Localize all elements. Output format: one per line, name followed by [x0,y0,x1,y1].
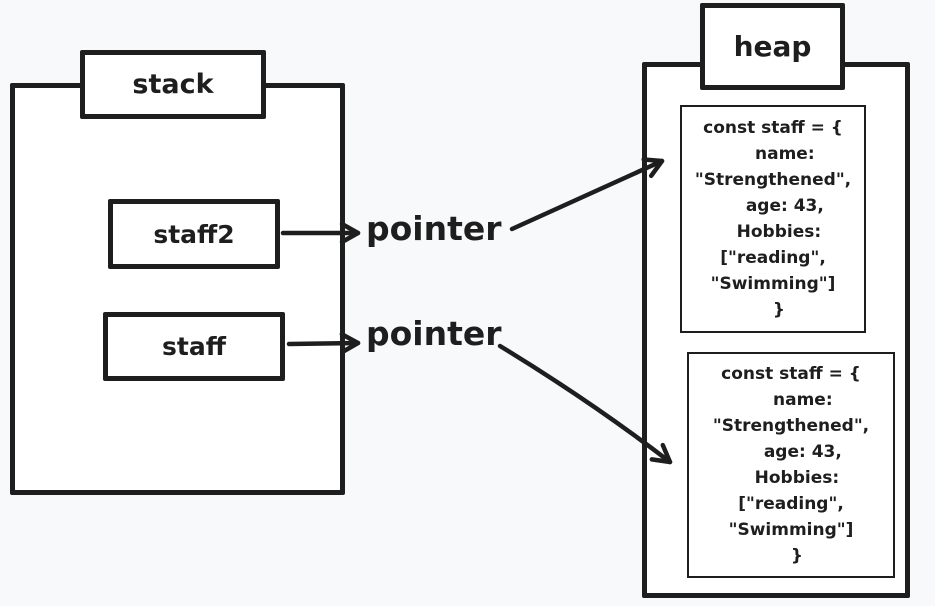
heap-object-1-code: const staff = { name: "Strengthened", ag… [694,118,852,320]
pointer-label-2: pointer [366,314,502,353]
heap-title-box: heap [700,3,845,90]
stack-variable-staff-label: staff [162,332,226,361]
pointer-label-1: pointer [366,209,502,248]
heap-object-2-code: const staff = { name: "Strengthened", ag… [712,364,870,566]
stack-variable-staff: staff [103,312,285,381]
arrow-pointer1-to-heap-object1 [509,157,665,232]
stack-variable-staff2: staff2 [108,199,280,269]
stack-title: stack [132,69,214,100]
stack-container-box [10,83,345,495]
heap-object-1-box: const staff = { name: "Strengthened", ag… [680,105,866,333]
heap-object-2-box: const staff = { name: "Strengthened", ag… [687,352,895,578]
heap-title: heap [733,30,812,63]
stack-title-box: stack [80,50,266,119]
stack-variable-staff2-label: staff2 [153,219,235,249]
